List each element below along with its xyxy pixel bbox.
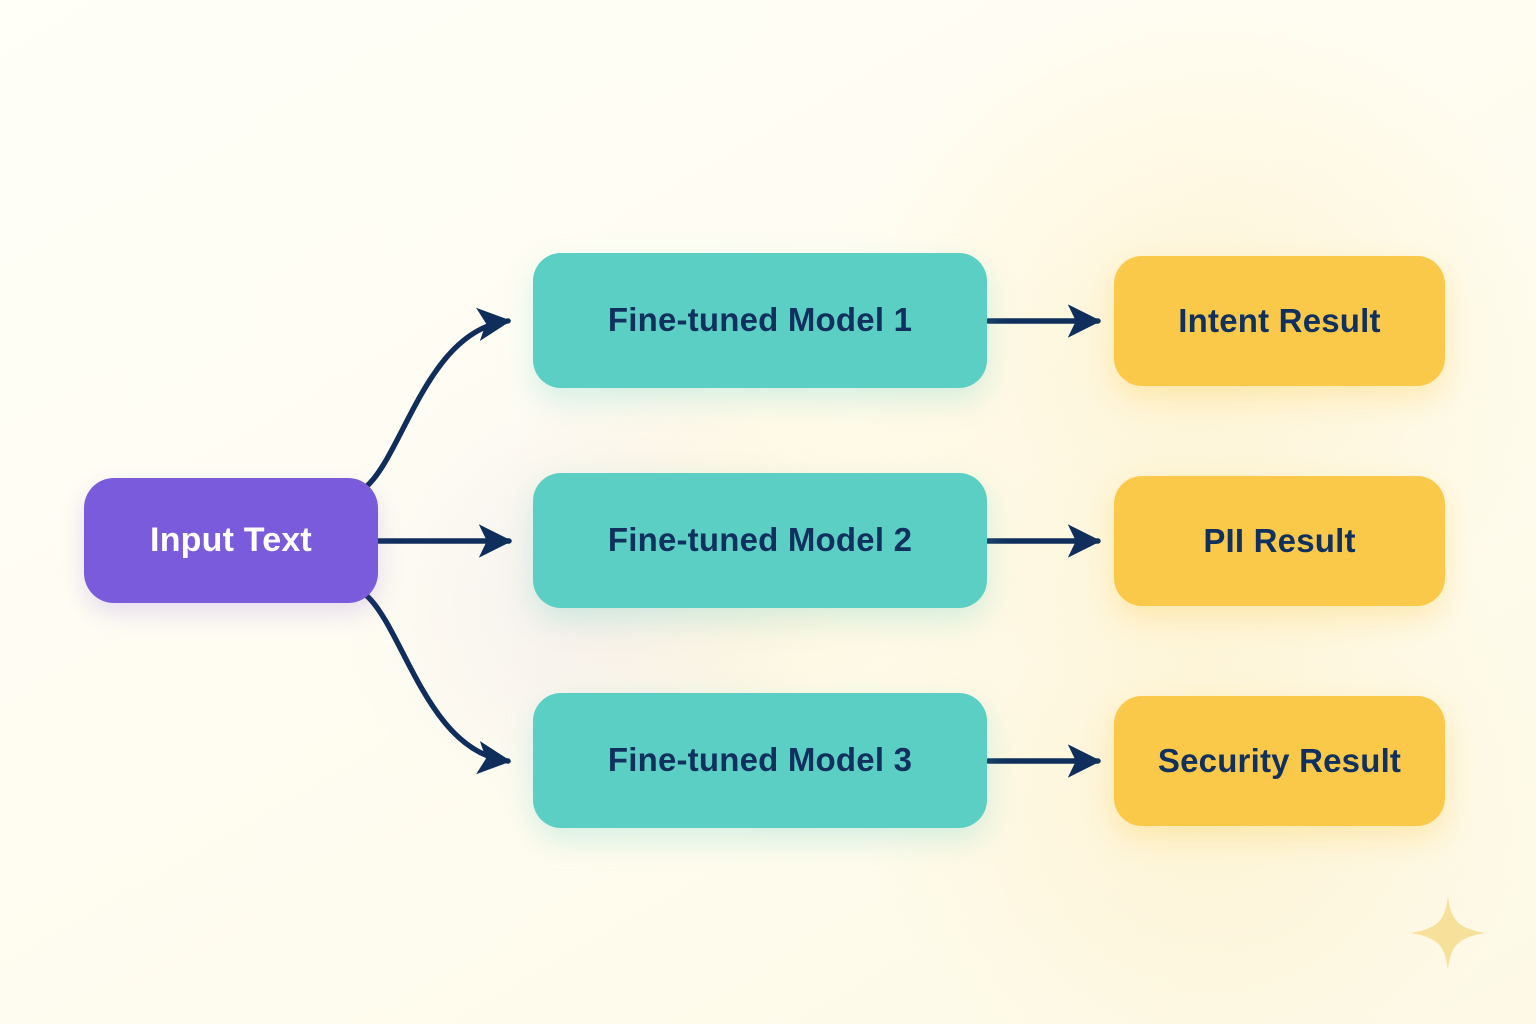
node-fine-tuned-model-1[interactable]: Fine-tuned Model 1 — [533, 253, 987, 388]
node-fine-tuned-model-1-label: Fine-tuned Model 1 — [607, 301, 913, 339]
node-fine-tuned-model-2-label: Fine-tuned Model 2 — [607, 521, 913, 559]
edge-input-to-model-3 — [364, 593, 512, 775]
node-fine-tuned-model-3[interactable]: Fine-tuned Model 3 — [533, 693, 987, 828]
node-input-text-label: Input Text — [150, 520, 312, 559]
node-pii-result[interactable]: PII Result — [1114, 476, 1445, 606]
node-fine-tuned-model-3-label: Fine-tuned Model 3 — [607, 741, 913, 779]
node-input-text[interactable]: Input Text — [84, 478, 378, 603]
sparkle-star-icon — [1411, 896, 1485, 970]
node-pii-result-label: PII Result — [1203, 521, 1356, 559]
node-intent-result-label: Intent Result — [1178, 301, 1381, 339]
node-fine-tuned-model-2[interactable]: Fine-tuned Model 2 — [533, 473, 987, 608]
node-intent-result[interactable]: Intent Result — [1114, 256, 1445, 386]
edge-input-to-model-1 — [364, 307, 512, 489]
node-security-result-label: Security Result — [1157, 741, 1402, 779]
node-security-result[interactable]: Security Result — [1114, 696, 1445, 826]
